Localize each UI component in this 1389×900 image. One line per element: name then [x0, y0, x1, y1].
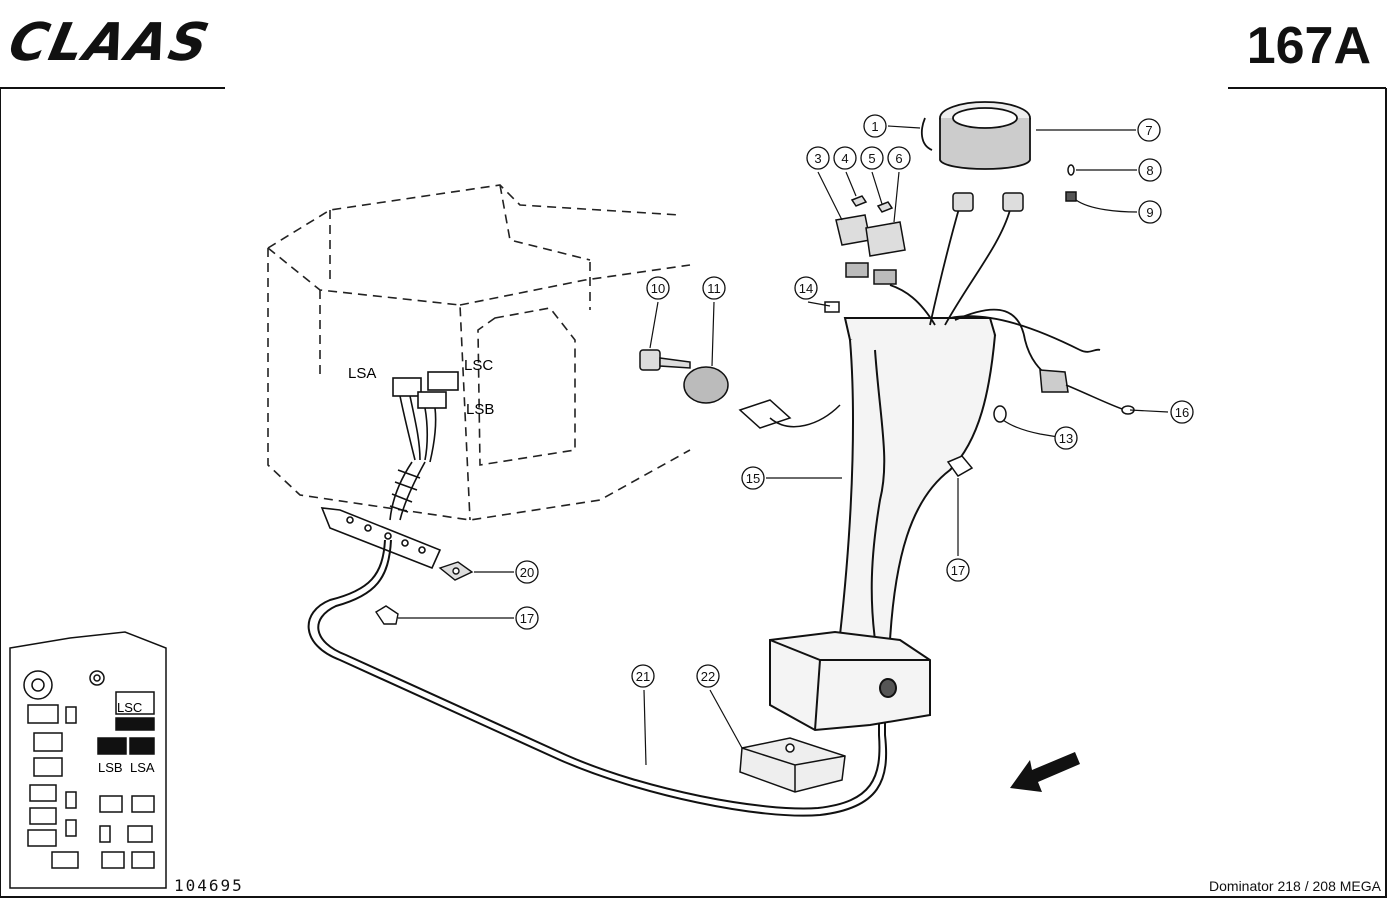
bulb-sockets: [952, 164, 1077, 212]
cable-21: [307, 539, 888, 817]
harness-sleeve: [389, 461, 426, 521]
callout-21: 21: [631, 664, 655, 688]
sheet-frame: [0, 87, 1387, 898]
drawing-number: 104695: [174, 876, 244, 895]
callout-6: 6: [887, 146, 911, 170]
svg-text:8: 8: [1146, 163, 1153, 178]
cap-13: [993, 405, 1007, 423]
switch-16: [1039, 369, 1135, 415]
switches-3-6: [835, 195, 906, 285]
callout-5: 5: [860, 146, 884, 170]
callout-3: 3: [806, 146, 830, 170]
inset-label-lsc: LSC: [117, 700, 142, 715]
callout-1: 1: [863, 114, 887, 138]
gauge-7: [920, 101, 1031, 170]
svg-text:10: 10: [651, 281, 665, 296]
junction-box-22: [739, 737, 846, 793]
steering-column-15: [769, 317, 997, 732]
label-lsa: LSA: [348, 365, 376, 382]
label-lsc: LSC: [464, 357, 493, 374]
svg-text:4: 4: [841, 151, 848, 166]
inset-label-lsa: LSA: [130, 760, 155, 775]
callout-9: 9: [1138, 200, 1162, 224]
callout-14: 14: [794, 276, 818, 300]
clip-part-17-left: [375, 605, 399, 625]
callout-4: 4: [833, 146, 857, 170]
ignition-switch-11: [639, 349, 841, 429]
callout-22: 22: [696, 664, 720, 688]
label-lsb: LSB: [466, 401, 494, 418]
callout-16: 16: [1170, 400, 1194, 424]
svg-text:21: 21: [636, 669, 650, 684]
svg-text:20: 20: [520, 565, 534, 580]
svg-text:17: 17: [520, 611, 534, 626]
bracket-plate: [320, 507, 442, 570]
callout-17-right: 17: [946, 558, 970, 582]
inset-label-lsb: LSB: [98, 760, 123, 775]
callout-10: 10: [646, 276, 670, 300]
callout-7: 7: [1137, 118, 1161, 142]
inset-locator: [9, 631, 167, 889]
svg-text:9: 9: [1146, 205, 1153, 220]
svg-text:7: 7: [1145, 123, 1152, 138]
callout-11: 11: [702, 276, 726, 300]
svg-text:6: 6: [895, 151, 902, 166]
callout-leaders: [398, 125, 1169, 766]
callout-17-left: 17: [515, 606, 539, 630]
svg-text:5: 5: [868, 151, 875, 166]
model-name: Dominator 218 / 208 MEGA: [1209, 878, 1381, 894]
direction-arrow: [1010, 752, 1080, 792]
page-number: 167A: [1246, 17, 1371, 75]
clip-part-17-right: [946, 455, 974, 477]
part-callouts: 1 3 4 5 6 7 8 9 10 11 13 14 15 16 17 17 …: [515, 114, 1194, 688]
svg-text:1: 1: [871, 119, 878, 134]
svg-text:15: 15: [746, 471, 760, 486]
callout-8: 8: [1138, 158, 1162, 182]
svg-text:14: 14: [799, 281, 813, 296]
callout-15: 15: [741, 466, 765, 490]
callout-13: 13: [1054, 426, 1078, 450]
svg-text:22: 22: [701, 669, 715, 684]
gauge-wires: [889, 204, 1101, 379]
nut-part-20: [438, 561, 474, 581]
pin-14: [824, 301, 840, 313]
svg-text:17: 17: [951, 563, 965, 578]
svg-text:13: 13: [1059, 431, 1073, 446]
harness-plugs: [392, 371, 459, 463]
cab-outline: [267, 184, 691, 521]
svg-text:11: 11: [707, 281, 721, 296]
callout-20: 20: [515, 560, 539, 584]
svg-text:3: 3: [814, 151, 821, 166]
svg-text:16: 16: [1175, 405, 1189, 420]
